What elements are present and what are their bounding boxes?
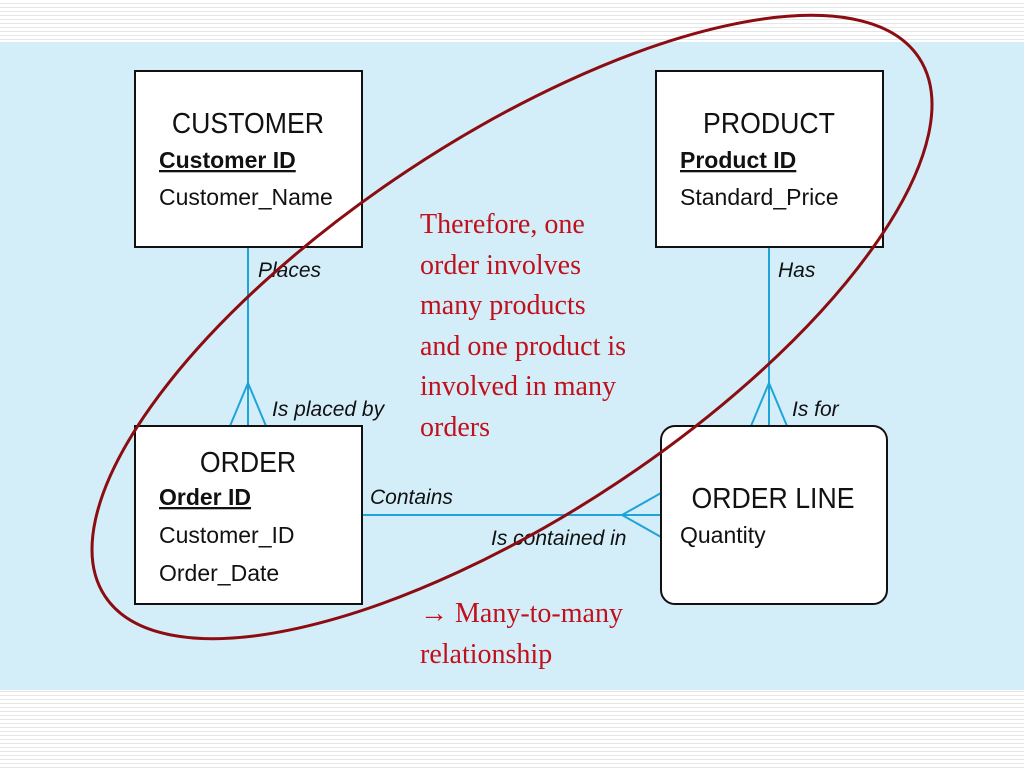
relationship-label-is-placed-by: Is placed by	[272, 398, 386, 421]
entity-product: PRODUCT Product ID Standard_Price	[655, 70, 884, 248]
entity-order-name: ORDER	[200, 446, 296, 478]
entity-order-box	[134, 425, 363, 605]
relationship-labels: Places Is placed by Has Is for Contains …	[258, 259, 840, 550]
entity-customer-box	[134, 70, 363, 248]
entity-customer-name: CUSTOMER	[172, 107, 324, 139]
entity-product-name: PRODUCT	[703, 107, 835, 139]
entity-order-line-name: ORDER LINE	[691, 482, 854, 514]
entity-product-attribute: Standard_Price	[680, 184, 839, 210]
entity-product-box	[655, 70, 884, 248]
annotation-line: orders	[420, 412, 490, 443]
crowfoot-product-order-line	[750, 380, 788, 427]
annotation-line: involved in many	[420, 371, 616, 402]
entity-order-line: ORDER LINE Quantity	[660, 425, 888, 605]
entity-order-attribute: Order_Date	[159, 560, 279, 586]
relationship-label-is-for: Is for	[792, 398, 840, 421]
highlight-ellipse	[90, 13, 934, 641]
entity-order-line-attribute: Quantity	[680, 522, 766, 548]
entity-order-line-box	[660, 425, 888, 605]
entity-order-attribute: Customer_ID	[159, 522, 294, 548]
annotation-line: many products	[420, 290, 586, 321]
crowfoot-customer-order	[229, 380, 267, 427]
annotation-note: Therefore, one order involves many produ…	[420, 209, 626, 670]
entity-order-primary-key: Order ID	[159, 484, 251, 510]
entity-customer: CUSTOMER Customer ID Customer_Name	[134, 70, 363, 248]
annotation-line: and one product is	[420, 331, 626, 362]
entity-customer-primary-key: Customer ID	[159, 147, 296, 173]
relationship-label-has: Has	[778, 259, 816, 282]
connectors	[229, 247, 788, 538]
relationship-label-places: Places	[258, 259, 322, 282]
entity-order: ORDER Order ID Customer_ID Order_Date	[134, 425, 363, 605]
conclusion-line: relationship	[420, 639, 552, 670]
conclusion-line: → Many-to-many	[420, 598, 623, 629]
annotation-line: order involves	[420, 250, 581, 281]
annotation-line: Therefore, one	[420, 209, 585, 240]
relationship-label-is-contained-in: Is contained in	[491, 527, 626, 550]
entity-product-primary-key: Product ID	[680, 147, 796, 173]
entity-customer-attribute: Customer_Name	[159, 184, 333, 210]
relationship-label-contains: Contains	[370, 486, 453, 509]
crowfoot-order-order-line	[619, 492, 662, 538]
